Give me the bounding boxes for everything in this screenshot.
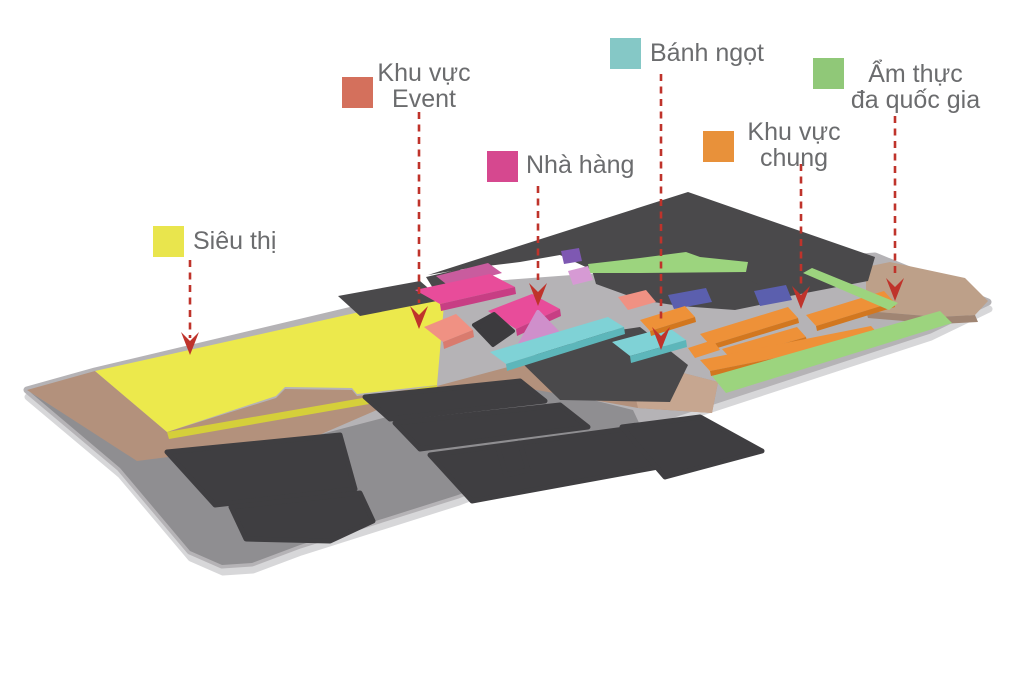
- arrowheads: [181, 278, 904, 355]
- legend-text: Siêu thị: [193, 227, 277, 255]
- region-common-3-side: [816, 302, 895, 331]
- legend-text: Nhà hàng: [526, 151, 635, 179]
- legend-label-nha-hang: Nhà hàng: [526, 152, 634, 178]
- building-fg-6: [619, 414, 765, 480]
- legend-text: Khu vực: [747, 118, 841, 146]
- region-restaurant-2: [488, 294, 560, 329]
- legend-label-khu-vuc-event: Khu vực Event: [368, 60, 480, 112]
- legend-swatch-sieu-thi: [153, 226, 184, 257]
- legend-label-khu-vuc-chung: Khu vực chung: [738, 119, 850, 171]
- region-common-2-side: [710, 318, 799, 350]
- region-pastry-1: [490, 317, 624, 364]
- building-fg-3: [362, 378, 548, 422]
- region-common-5: [722, 327, 806, 359]
- building-fg-4: [392, 402, 591, 452]
- arrowhead-khu-vuc-chung: [792, 286, 810, 309]
- indigo-block-left: [668, 288, 712, 309]
- arrowhead-sieu-thi: [181, 332, 199, 355]
- legend-text: Khu vực: [377, 59, 471, 87]
- purple-block: [561, 248, 582, 264]
- arrowhead-banh-ngot: [652, 327, 670, 350]
- indigo-block-right: [754, 285, 792, 306]
- arrowhead-nha-hang: [529, 283, 547, 306]
- region-common-1: [640, 306, 695, 331]
- arrows: [188, 74, 897, 338]
- legend-label-sieu-thi: Siêu thị: [193, 228, 276, 254]
- region-pastry-1-side: [506, 327, 625, 371]
- legend-label-am-thuc: Ẩm thực đa quốc gia: [828, 61, 1003, 113]
- legend-text: Bánh ngọt: [650, 39, 764, 67]
- legend-swatch-nha-hang: [487, 151, 518, 182]
- region-supermarket: [95, 293, 445, 432]
- region-common-4: [688, 340, 720, 358]
- region-common-1-side: [650, 317, 696, 336]
- sidewalk-walkway: [27, 363, 718, 461]
- region-event-side: [443, 330, 474, 349]
- event-small-block-right: [618, 290, 656, 310]
- region-restaurant-1-side: [440, 287, 516, 311]
- building-top: [428, 192, 875, 300]
- region-pastry-2-side: [630, 340, 687, 363]
- orchid-small-block: [568, 266, 593, 285]
- region-cuisine-cross-strip: [803, 268, 898, 310]
- building-fg-1: [164, 432, 358, 508]
- legend-swatch-am-thuc: [813, 58, 844, 89]
- building-fg-7: [495, 440, 531, 478]
- legend-text: Ẩm thực: [868, 60, 963, 88]
- region-pastry-2: [612, 327, 686, 356]
- region-common-2: [700, 307, 798, 345]
- legend-text: Event: [392, 85, 456, 113]
- region-cuisine-top-strip: [588, 252, 748, 273]
- arrowhead-am-thuc: [886, 278, 904, 301]
- region-event: [424, 314, 473, 342]
- building-left-of-restaurants: [338, 281, 442, 316]
- region-restaurant-1: [415, 274, 515, 304]
- building-fg-2: [228, 490, 376, 544]
- arrowhead-khu-vuc-event: [410, 306, 428, 329]
- legend-label-banh-ngot: Bánh ngọt: [650, 40, 764, 66]
- legend-swatch-khu-vuc-event: [342, 77, 373, 108]
- region-cuisine-long-strip: [712, 311, 952, 393]
- dark-box-near-event: [472, 312, 515, 347]
- legend-swatch-khu-vuc-chung: [703, 131, 734, 162]
- region-common-6: [700, 326, 881, 371]
- legend-text: đa quốc gia: [850, 86, 981, 114]
- legend-swatch-banh-ngot: [610, 38, 641, 69]
- legend-text: chung: [759, 144, 829, 172]
- region-restaurant-back: [436, 263, 502, 287]
